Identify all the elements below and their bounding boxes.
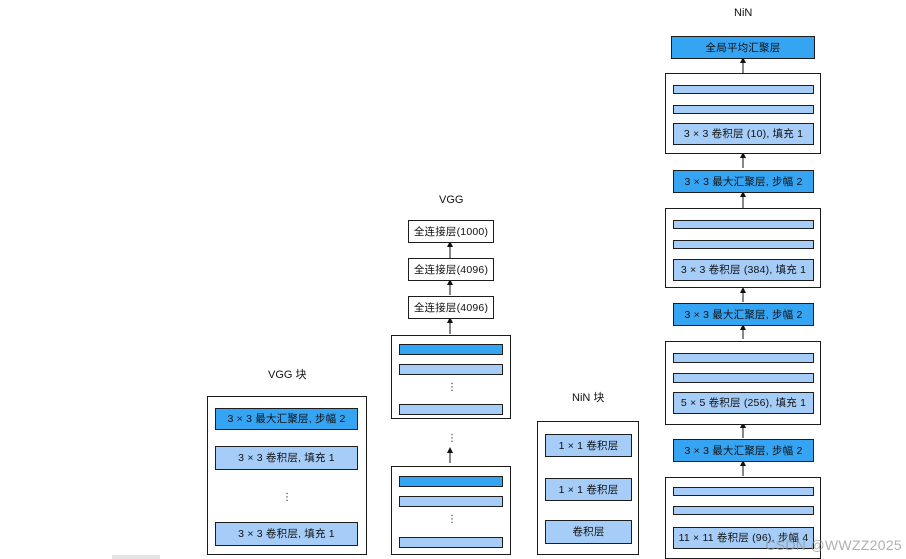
nin-pool2: 3 × 3 最大汇聚层, 步幅 2 (673, 303, 814, 326)
nin-block2-conv: 5 × 5 卷积层 (256), 填充 1 (673, 392, 814, 414)
vgg-block-conv-bottom: 3 × 3 卷积层, 填充 1 (215, 522, 358, 546)
nin-block3-frame: 3 × 3 卷积层 (384), 填充 1 (665, 208, 821, 288)
nin-pool1: 3 × 3 最大汇聚层, 步幅 2 (673, 439, 814, 462)
horizontal-scrollbar[interactable] (112, 555, 160, 559)
nin-block4-conv1x1-b (673, 85, 814, 94)
vgg-stage-top-ellipsis: ⋮ (447, 382, 457, 393)
nin-block2-frame: 5 × 5 卷积层 (256), 填充 1 (665, 341, 821, 425)
vgg-fc-4096-top: 全连接层(4096) (408, 258, 494, 281)
vgg-stage-bottom-pool (399, 476, 503, 487)
vgg-stage-top-pool (399, 344, 503, 355)
nin-block3-conv1x1-b (673, 220, 814, 229)
vgg-block-title: VGG 块 (268, 369, 307, 381)
nin-block-title: NiN 块 (572, 392, 605, 404)
vgg-fc-4096-bottom: 全连接层(4096) (408, 296, 494, 319)
watermark: CSDN @WWZZ2025 (765, 537, 902, 553)
vgg-title: VGG (439, 194, 464, 206)
vgg-stage-bottom-conv-bottom (399, 537, 503, 548)
nin-block-conv: 卷积层 (545, 520, 632, 544)
vgg-block-ellipsis: ⋮ (282, 492, 292, 503)
nin-pool3: 3 × 3 最大汇聚层, 步幅 2 (673, 170, 814, 193)
nin-block1-frame: 11 × 11 卷积层 (96), 步幅 4 (665, 477, 821, 559)
nin-global-avg-pool: 全局平均汇聚层 (671, 36, 815, 59)
nin-block3-conv: 3 × 3 卷积层 (384), 填充 1 (673, 259, 814, 281)
nin-block1-conv1x1-a (673, 506, 814, 515)
vgg-fc-1000: 全连接层(1000) (408, 220, 494, 243)
vgg-block-pool: 3 × 3 最大汇聚层, 步幅 2 (215, 408, 358, 430)
vgg-block-frame: 3 × 3 最大汇聚层, 步幅 2 3 × 3 卷积层, 填充 1 ⋮ 3 × … (207, 396, 367, 555)
nin-title: NiN (734, 7, 753, 19)
vgg-stage-bottom-ellipsis: ⋮ (447, 514, 457, 525)
vgg-stage-top-conv-bottom (399, 404, 503, 415)
nin-block1-conv1x1-b (673, 487, 814, 496)
vgg-stage-bottom-frame: ⋮ (391, 466, 511, 555)
vgg-stage-top-conv (399, 364, 503, 375)
nin-block-conv1x1-top: 1 × 1 卷积层 (545, 434, 632, 457)
nin-block1-conv: 11 × 11 卷积层 (96), 步幅 4 (673, 527, 814, 549)
nin-block2-conv1x1-b (673, 353, 814, 363)
nin-block-frame: 1 × 1 卷积层 1 × 1 卷积层 卷积层 (537, 421, 639, 555)
vgg-stage-bottom-conv (399, 496, 503, 507)
nin-block2-conv1x1-a (673, 373, 814, 383)
nin-block-conv1x1-bottom: 1 × 1 卷积层 (545, 478, 632, 501)
nin-block3-conv1x1-a (673, 240, 814, 249)
vgg-block-conv-top: 3 × 3 卷积层, 填充 1 (215, 446, 358, 470)
nin-block4-conv1x1-a (673, 105, 814, 114)
nin-block4-conv: 3 × 3 卷积层 (10), 填充 1 (673, 123, 814, 145)
vgg-stage-top-frame: ⋮ (391, 335, 511, 419)
vgg-between-ellipsis: ⋮ (447, 433, 457, 444)
nin-block4-frame: 3 × 3 卷积层 (10), 填充 1 (665, 73, 821, 154)
